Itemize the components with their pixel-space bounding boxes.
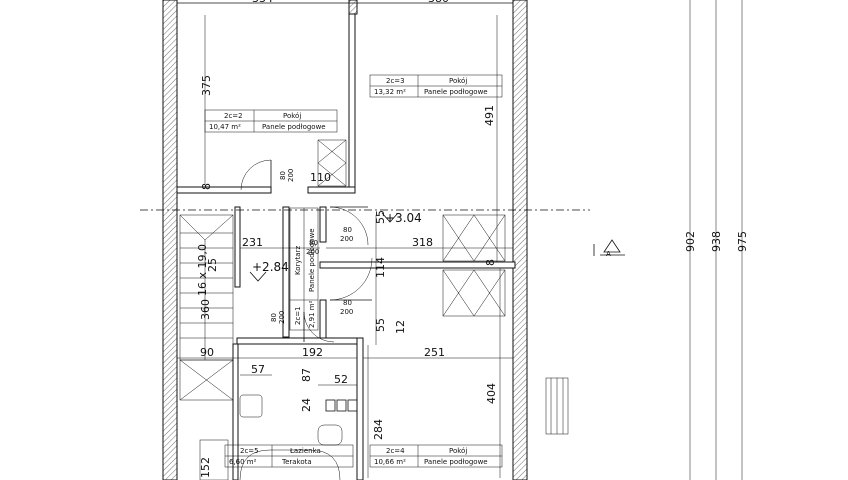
stair-value: 25	[206, 258, 219, 272]
dim-top-right: 380	[428, 0, 449, 5]
wardrobe-room3	[442, 214, 506, 262]
dim-231: 231	[242, 236, 263, 249]
room-2c2-number: 2c=2	[224, 112, 243, 120]
dim-57: 57	[251, 363, 265, 376]
partition-room2-bottom-b	[307, 186, 356, 194]
wardrobe-room2	[317, 139, 347, 187]
partition-room2-bottom-a	[176, 186, 272, 194]
dim-152: 152	[199, 457, 212, 478]
dim-114: 114	[374, 257, 387, 278]
door-c-width: 80	[343, 299, 352, 307]
partition-2-3	[348, 13, 356, 190]
room-2c5-finish: Terakota	[281, 458, 312, 466]
dim-55-b: 55	[374, 318, 387, 332]
dim-top-left: 334	[252, 0, 273, 5]
room-2c3-number: 2c=3	[386, 77, 405, 85]
partition-top-stub	[348, 0, 358, 15]
dim-90: 90	[200, 346, 214, 359]
dim-360: 360	[199, 299, 212, 320]
corridor-wall-left	[282, 206, 290, 338]
door-e-width: 80	[309, 239, 318, 247]
section-mark-letter: A	[606, 250, 611, 258]
room-table-2c4: 2c=4 Pokój 10,66 m² Panele podłogowe	[369, 444, 503, 468]
dim-284: 284	[372, 419, 385, 440]
stair-wall	[234, 206, 241, 288]
dim-55-a: 55	[374, 210, 387, 224]
west-exterior-wall	[162, 0, 178, 480]
door-a-height: 200	[287, 169, 295, 182]
corridor-wall-right-b	[319, 299, 327, 341]
room-2c2-name: Pokój	[283, 112, 301, 120]
dim-87: 87	[300, 368, 313, 382]
room-2c4-name: Pokój	[449, 447, 467, 455]
dim-52: 52	[334, 373, 348, 386]
overall-dim-975: 975	[736, 231, 749, 252]
dim-251: 251	[424, 346, 445, 359]
door-d-width: 80	[270, 313, 278, 322]
room-2c5-name: Łazienka	[289, 447, 321, 455]
dim-375: 375	[200, 75, 213, 96]
room-2c4-finish: Panele podłogowe	[424, 458, 488, 466]
dim-318: 318	[412, 236, 433, 249]
level-upper: +3.04	[385, 211, 422, 225]
staircase	[179, 214, 234, 401]
overall-dim-938: 938	[710, 231, 723, 252]
door-b-height: 200	[340, 235, 353, 243]
wardrobe-room4	[442, 269, 506, 317]
partition-room3-bottom	[319, 261, 516, 269]
partition-bath-left	[232, 343, 239, 480]
east-exterior-wall	[512, 0, 528, 480]
corridor-name: Korytarz	[294, 246, 302, 275]
dim-404: 404	[485, 383, 498, 404]
dim-8-b: 8	[484, 259, 497, 266]
level-lower: +2.84	[252, 260, 289, 274]
level-marker-upper	[381, 212, 399, 223]
room-2c3-area: 13,32 m²	[374, 88, 406, 96]
level-marker-lower	[249, 271, 267, 282]
partition-bath-right	[356, 337, 364, 480]
room-2c2-area: 10,47 m²	[209, 123, 241, 131]
room-2c4-number: 2c=4	[386, 447, 405, 455]
room-table-2c3: 2c=3 Pokój 13,32 m² Panele podłogowe	[369, 74, 503, 98]
door-e-height: 200	[306, 248, 319, 256]
partition-bath-top	[236, 337, 358, 345]
dim-110: 110	[310, 171, 331, 184]
overall-dim-902: 902	[684, 231, 697, 252]
room-2c5-area: 6,60 m²	[229, 458, 257, 466]
dim-8-a: 8	[200, 183, 213, 190]
corridor-area: 2,91 m²	[308, 300, 316, 328]
radiator	[545, 377, 569, 435]
dim-24: 24	[300, 398, 313, 412]
room-2c3-name: Pokój	[449, 77, 467, 85]
door-room2	[240, 159, 272, 191]
dim-12: 12	[394, 320, 407, 334]
door-room4	[329, 257, 373, 301]
corridor-finish: Panele podłogowe	[308, 228, 316, 292]
section-marker	[593, 239, 625, 256]
corridor-wall-right-a	[319, 206, 327, 243]
room-2c4-area: 10,66 m²	[374, 458, 406, 466]
corridor-label: Korytarz Panele podłogowe 2c=1 2,91 m²	[289, 207, 319, 331]
door-room3	[329, 206, 369, 246]
door-d-height: 200	[278, 311, 286, 324]
corridor-number: 2c=1	[294, 306, 302, 325]
room-table-2c5: 2c=5 Łazienka 6,60 m² Terakota	[224, 444, 354, 468]
room-table-2c2: 2c=2 Pokój 10,47 m² Panele podłogowe	[204, 109, 338, 133]
door-b-width: 80	[343, 226, 352, 234]
vent-grille	[325, 399, 358, 412]
door-c-height: 200	[340, 308, 353, 316]
room-2c2-finish: Panele podłogowe	[262, 123, 326, 131]
dim-192: 192	[302, 346, 323, 359]
room-2c3-finish: Panele podłogowe	[424, 88, 488, 96]
stair-label: 16 x 19,0	[196, 244, 209, 296]
dim-491: 491	[483, 105, 496, 126]
room-2c5-number: 2c=5	[240, 447, 259, 455]
door-a-width: 80	[279, 171, 287, 180]
